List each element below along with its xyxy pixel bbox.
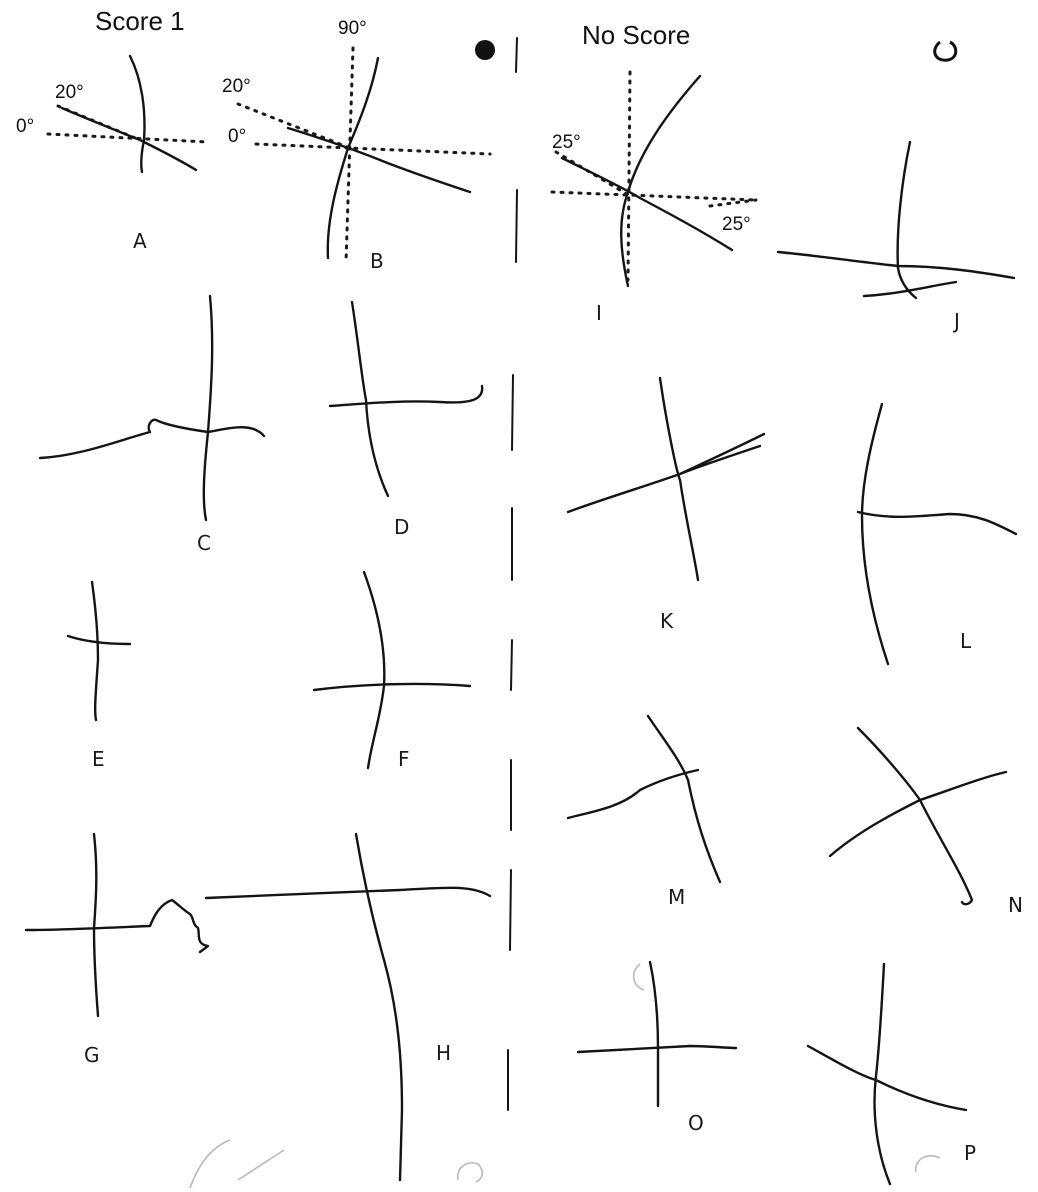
figure-label: H [436, 1041, 451, 1065]
ink-blot [475, 40, 495, 60]
figure-label: K [660, 609, 674, 633]
figure-label: C [197, 531, 211, 555]
angle-i-top: 25° [552, 132, 581, 153]
figure-label: D [394, 515, 409, 539]
center-divider [507, 37, 518, 1111]
angle-b-top: 20° [222, 76, 251, 97]
figure-label: E [92, 747, 105, 771]
figure-label: L [960, 629, 972, 653]
figure-g: G [24, 832, 210, 1067]
angle-a-top: 20° [55, 82, 84, 103]
figure-h: H [204, 832, 492, 1182]
angle-b-base: 0° [228, 126, 246, 147]
figure-i: 25° 25° I [550, 70, 758, 325]
figure-label: I [596, 301, 602, 325]
heading-score-1: Score 1 [95, 6, 185, 36]
figure-label: G [84, 1043, 100, 1067]
figure-c: C [38, 294, 266, 555]
figure-label: N [1008, 893, 1023, 917]
figure-b: 90° 20° 0° B [222, 18, 492, 273]
figure-label: F [398, 747, 410, 771]
figure-o: O [576, 960, 738, 1135]
angle-a-base: 0° [16, 116, 34, 137]
figure-l: L [856, 402, 1018, 666]
figure-f: F [312, 570, 472, 771]
figure-label: O [688, 1111, 704, 1135]
figure-label: B [370, 249, 384, 273]
figure-label: M [668, 885, 685, 909]
angle-b-vertical: 90° [338, 18, 367, 39]
figure-label: J [952, 309, 960, 333]
figure-d: D [328, 300, 484, 539]
figure-n: N [828, 726, 1023, 917]
ink-mark [933, 40, 958, 62]
heading-no-score: No Score [582, 20, 690, 50]
angle-i-bottom: 25° [722, 214, 751, 235]
scan-artifacts [189, 963, 941, 1189]
figure-k: K [566, 376, 766, 633]
figure-a: 20° 0° A [16, 54, 210, 253]
figure-label: A [133, 229, 147, 253]
figure-label: P [964, 1141, 976, 1165]
figure-e: E [66, 580, 132, 771]
figure-p: P [806, 962, 976, 1186]
figure-m: M [566, 714, 722, 909]
figure-j: J [776, 140, 1016, 333]
